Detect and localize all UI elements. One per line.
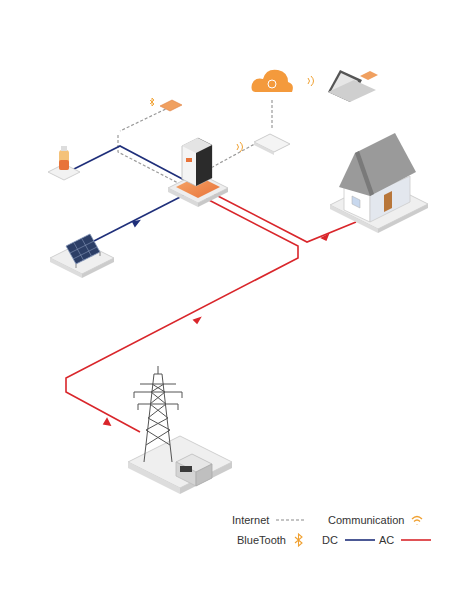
laptop — [308, 70, 378, 102]
cloud — [252, 70, 293, 92]
legend-sample — [291, 533, 307, 547]
transmission-tower — [128, 366, 232, 494]
internet-lines — [118, 100, 272, 185]
legend-sample — [343, 533, 377, 547]
legend-sample — [274, 513, 308, 527]
ac-lines — [66, 194, 356, 432]
dc-lines — [68, 146, 190, 242]
legend-label: Internet — [232, 514, 269, 527]
bluetooth-module — [150, 98, 182, 111]
legend-label: DC — [322, 534, 338, 547]
solar-panel — [50, 234, 114, 278]
legend-label: BlueTooth — [237, 534, 286, 547]
battery-lamp — [48, 146, 80, 180]
house — [330, 133, 428, 233]
legend-label: Communication — [328, 514, 404, 527]
inverter — [168, 138, 228, 207]
legend-sample — [409, 513, 425, 527]
legend-sample — [399, 533, 433, 547]
router — [237, 134, 290, 155]
legend-label: AC — [379, 534, 394, 547]
